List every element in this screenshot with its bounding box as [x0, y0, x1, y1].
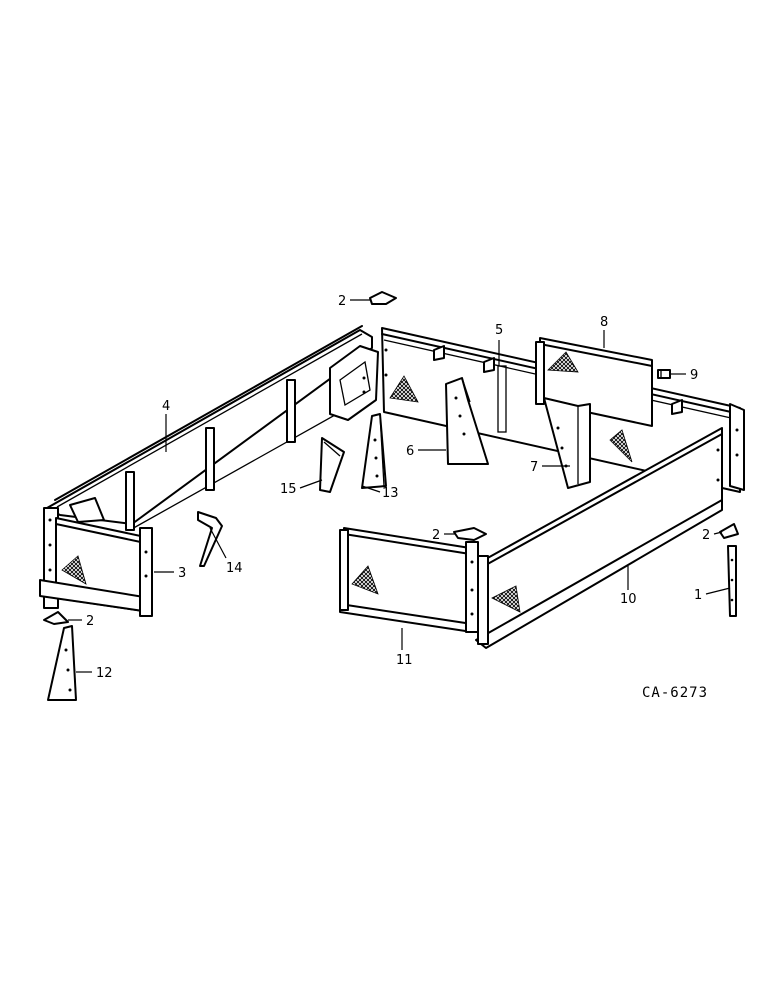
reference-code: CA-6273 — [642, 685, 708, 701]
cap-part-2-top — [369, 291, 397, 305]
callout-11: 11 — [396, 653, 413, 668]
callout-2: 2 — [702, 528, 710, 543]
clip-part — [657, 369, 671, 379]
left-side-panel — [46, 325, 379, 531]
left-front-panel — [39, 507, 153, 617]
strip-part-1 — [727, 545, 737, 617]
callout-7: 7 — [530, 460, 538, 475]
callout-12: 12 — [96, 666, 113, 681]
callout-8: 8 — [600, 315, 608, 330]
callout-1: 1 — [694, 588, 702, 603]
bracket-part-14 — [197, 511, 223, 567]
cap-part-2-left — [43, 611, 69, 625]
callout-14: 14 — [226, 561, 243, 576]
gusset-part-12 — [47, 625, 77, 701]
callout-labels: 2 5 8 9 4 6 7 15 13 14 3 2 2 10 1 2 12 1… — [86, 294, 710, 681]
cap-part-2-center — [453, 527, 487, 541]
gusset-part-15 — [319, 437, 345, 493]
callout-5: 5 — [495, 323, 503, 338]
leader-lines — [68, 299, 731, 673]
brace-part-6 — [445, 377, 489, 465]
callout-15: 15 — [280, 482, 297, 497]
callout-2: 2 — [338, 294, 346, 309]
callout-10: 10 — [620, 592, 637, 607]
callout-4: 4 — [162, 399, 170, 414]
right-front-panel — [339, 527, 479, 633]
callout-2: 2 — [86, 614, 94, 629]
callout-9: 9 — [690, 368, 698, 383]
cap-part-2-right — [719, 523, 739, 539]
callout-13: 13 — [382, 486, 399, 501]
brace-part-7 — [543, 397, 591, 489]
right-side-panel — [475, 427, 723, 649]
callout-2: 2 — [432, 528, 440, 543]
gusset-part-13 — [361, 413, 387, 489]
callout-3: 3 — [178, 566, 186, 581]
callout-6: 6 — [406, 444, 414, 459]
